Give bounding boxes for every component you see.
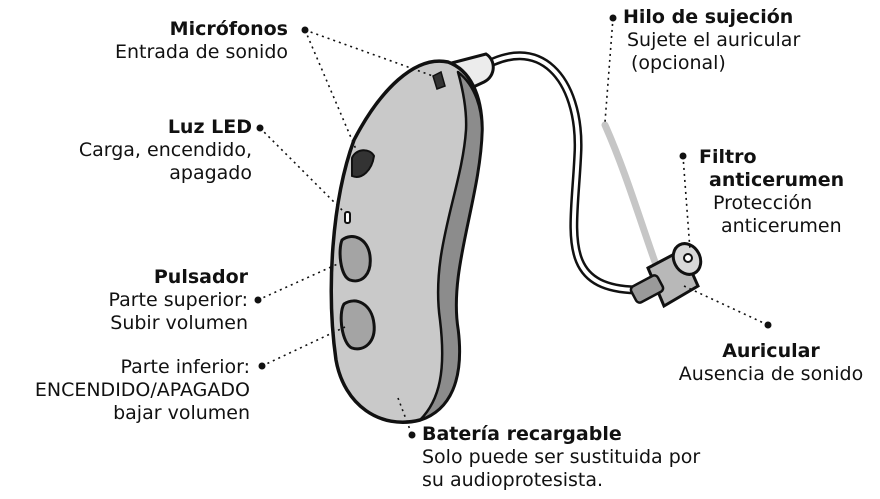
microphone-opening (351, 149, 376, 178)
label-auricular-line: Ausencia de sonido (678, 363, 864, 385)
label-luz-led-title: Luz LED (167, 116, 252, 138)
microphone-opening (432, 70, 446, 90)
label-parte-inferior-line: Parte inferior: (120, 356, 250, 378)
label-parte-inferior: Parte inferior: ENCENDIDO/APAGADO bajar … (0, 356, 250, 425)
label-auricular-title: Auricular (722, 340, 820, 362)
label-hilo-line: (opcional) (631, 52, 726, 74)
label-pulsador-line: Parte superior: (108, 289, 248, 311)
label-hilo: Hilo de sujeción Sujete el auricular (op… (623, 6, 800, 75)
wax-filter (671, 242, 703, 276)
label-pulsador: Pulsador Parte superior: Subir volumen (30, 266, 248, 335)
label-luz-led-line: Carga, encendido, (78, 139, 252, 161)
label-bateria-line: Solo puede ser sustituida por (422, 446, 701, 468)
label-luz-led: Luz LED Carga, encendido, apagado (30, 116, 252, 185)
label-bateria-title: Batería recargable (422, 423, 622, 445)
label-pulsador-line: Subir volumen (110, 312, 248, 334)
label-filtro-title: Filtro (699, 146, 757, 168)
led-light (344, 211, 351, 224)
label-hilo-title: Hilo de sujeción (623, 6, 794, 28)
label-microfonos: Micrófonos Entrada de sonido (60, 18, 288, 64)
label-parte-inferior-line: bajar volumen (113, 402, 250, 424)
label-filtro-title-2: anticerumen (709, 169, 845, 191)
label-microfonos-line: Entrada de sonido (114, 41, 288, 63)
retention-wire (601, 121, 659, 266)
volume-up-button[interactable] (338, 235, 372, 283)
label-bateria-line: su audioprotesista. (422, 469, 604, 491)
label-filtro: Filtro anticerumen Protección anticerume… (699, 146, 844, 238)
label-hilo-line: Sujete el auricular (627, 29, 801, 51)
label-filtro-line: anticerumen (721, 215, 842, 237)
label-auricular: Auricular Ausencia de sonido (664, 340, 878, 386)
label-filtro-line: Protección (713, 192, 813, 214)
label-bateria: Batería recargable Solo puede ser sustit… (422, 423, 700, 492)
label-pulsador-title: Pulsador (153, 266, 248, 288)
label-parte-inferior-line: ENCENDIDO/APAGADO (34, 379, 250, 401)
volume-down-button[interactable] (339, 299, 376, 351)
label-microfonos-title: Micrófonos (169, 18, 288, 40)
label-luz-led-line: apagado (169, 162, 252, 184)
